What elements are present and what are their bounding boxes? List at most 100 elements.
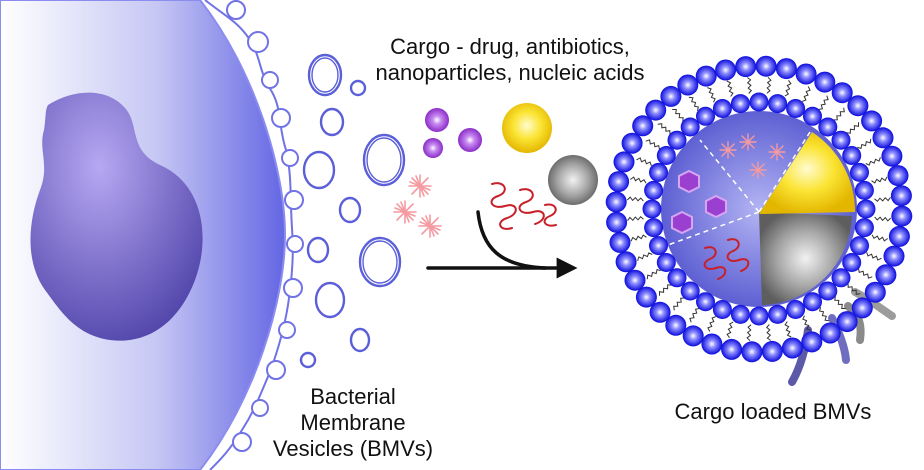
lipid-head (660, 85, 682, 107)
lipid-tail (672, 109, 684, 122)
lipid-tail (866, 252, 882, 261)
lipid-head (667, 130, 687, 150)
lipid-head (786, 300, 806, 319)
lipid-tail (657, 123, 671, 135)
lipid-head (712, 300, 732, 319)
lipid-head (755, 55, 777, 77)
lipid-head (721, 338, 743, 360)
lipid-tail (636, 157, 652, 166)
lipid-head (665, 314, 687, 336)
lipid-head (850, 162, 869, 182)
lipid-head (749, 306, 769, 326)
lipid-head (712, 99, 732, 118)
lipid-tail (766, 76, 772, 94)
silver-cargo-wedge (759, 212, 852, 305)
lipid-head (667, 268, 687, 288)
lipid-head (768, 304, 788, 324)
lipid-head (803, 106, 822, 126)
lipid-tail (846, 122, 859, 134)
drug-particles (423, 108, 482, 158)
lipid-tail (858, 268, 873, 279)
lipid-head (831, 82, 853, 104)
lipid-head (649, 301, 671, 323)
lipid-tail (871, 176, 888, 184)
lipid-heads-inner (642, 92, 876, 326)
lipid-head (635, 286, 657, 308)
lipid-head (624, 269, 646, 291)
lipid-tail (746, 77, 753, 94)
cargo-line-1: Cargo - drug, antibiotics, (390, 34, 630, 59)
lipid-head (677, 74, 699, 96)
lipid-tail (689, 308, 700, 323)
lipid-head (696, 292, 715, 312)
lipid-tail (874, 196, 891, 203)
lipid-tail (707, 87, 716, 103)
lipid-head (775, 58, 797, 80)
lipid-head (715, 59, 737, 81)
lipid-head (854, 180, 874, 200)
lipid-head (696, 106, 715, 126)
lipid-tail (673, 297, 685, 311)
bacterial-cell (0, 0, 304, 470)
lipid-head (818, 281, 838, 301)
lipid-head (847, 95, 869, 117)
membrane-vesicles (299, 53, 406, 369)
lipid-head (608, 171, 630, 193)
lipid-tail (627, 215, 644, 222)
lipid-heads-outer (605, 55, 913, 363)
lipid-tail (646, 268, 661, 280)
lipid-head (741, 341, 763, 363)
lipid-head (842, 146, 862, 165)
cargo-loaded-bmv-label: Cargo loaded BMVs (674, 399, 872, 424)
lipid-head (814, 71, 836, 93)
lipid-head (850, 236, 869, 256)
lipid-head (613, 151, 635, 173)
lipid-head (761, 340, 783, 362)
encapsulated-nucleic-acids (703, 238, 750, 280)
lipid-head (749, 92, 769, 112)
nucleic-acid-strands (490, 182, 557, 230)
lipid-tail (746, 324, 752, 342)
lipid-head (872, 127, 894, 149)
lipid-tail (802, 315, 811, 331)
lipid-head (615, 251, 637, 273)
lipid-head (786, 99, 806, 118)
bmv-label: Bacterial Membrane Vesicles (BMVs) (258, 384, 448, 462)
lipid-head (605, 191, 627, 213)
silver-nanoparticle (548, 155, 598, 205)
lipid-head (730, 304, 750, 324)
lipid-tail (874, 216, 892, 222)
lipid-head (768, 94, 788, 114)
lipid-tail (784, 321, 792, 338)
lipid-head (890, 185, 912, 207)
lipid-head (632, 115, 654, 137)
lipid-tail (726, 80, 734, 97)
compartment-dividers (667, 131, 811, 246)
lipid-head (649, 236, 668, 256)
lipid-head (888, 225, 910, 247)
lipid-tail (726, 321, 734, 338)
lipid-head (680, 281, 700, 301)
gold-cargo-wedge (759, 132, 856, 214)
lipid-head (656, 253, 676, 272)
lipid-head (861, 110, 883, 132)
antibiotic-particles (393, 174, 442, 238)
lipid-tail (688, 96, 700, 111)
lipid-head (836, 311, 858, 333)
lipid-head (875, 264, 897, 286)
lipid-tail (847, 283, 861, 295)
lipid-tail (871, 234, 888, 242)
gold-nanoparticle (502, 103, 552, 153)
bmv-line-2: Membrane (300, 410, 406, 435)
lipid-head (606, 211, 628, 233)
lipid-head (682, 325, 704, 347)
lipid-head (801, 331, 823, 353)
lipid-head (818, 117, 838, 137)
arrow-curve (476, 210, 547, 270)
lipid-tail (637, 252, 653, 261)
lipid-head (842, 253, 862, 272)
lipid-tail (659, 284, 672, 296)
loading-arrow (426, 210, 578, 279)
cargo-line-2: nanoparticles, nucleic acids (375, 60, 645, 85)
